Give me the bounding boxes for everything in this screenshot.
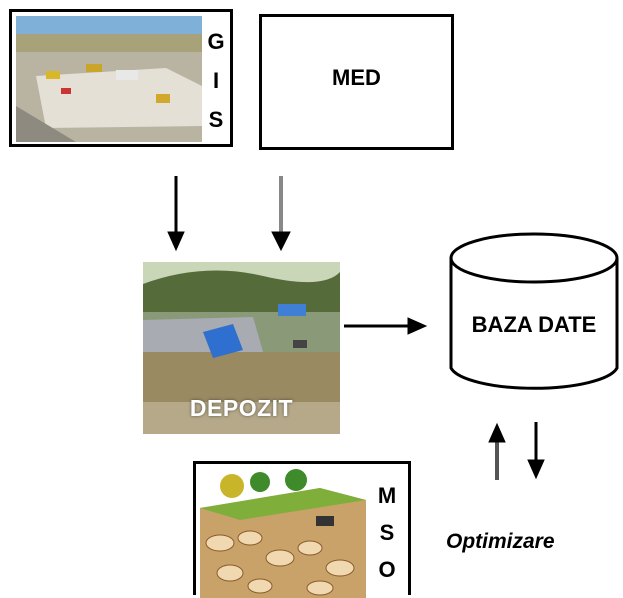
landfill-photo <box>16 16 202 142</box>
optimization-label: Optimizare <box>446 530 555 553</box>
depozit-node: DEPOZIT <box>143 262 340 434</box>
med-box: MED <box>259 14 454 150</box>
gis-letters: G I S <box>202 22 230 140</box>
gis-box: G I S <box>9 9 233 147</box>
mso-box: M S O <box>193 461 411 598</box>
soil-layers-illustration <box>200 468 366 598</box>
mso-letter: S <box>379 519 395 545</box>
arrow-med-to-depozit <box>271 176 291 252</box>
mso-letters: M S O <box>372 478 402 588</box>
arrow-up-to-database <box>488 422 506 480</box>
database-label: BAZA DATE <box>471 312 597 337</box>
gis-letter: S <box>208 107 224 133</box>
arrow-gis-to-depozit <box>167 176 185 252</box>
arrow-depozit-to-database <box>344 317 428 335</box>
depozit-photo <box>143 262 340 434</box>
database-cylinder-icon <box>449 232 619 390</box>
med-label: MED <box>332 65 381 90</box>
arrow-down-from-database <box>527 422 545 480</box>
gis-letter: I <box>212 67 220 93</box>
mso-letter: O <box>378 556 396 582</box>
depozit-label: DEPOZIT <box>189 395 294 421</box>
mso-letter: M <box>377 483 397 509</box>
gis-letter: G <box>207 28 225 54</box>
